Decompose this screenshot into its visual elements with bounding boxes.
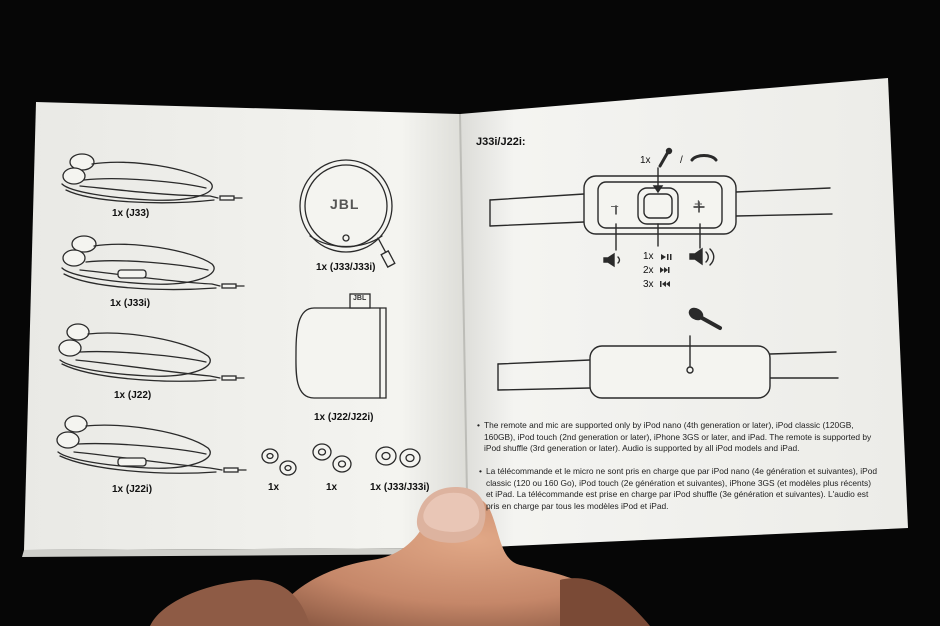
- compatibility-note-french: • La télécommande et le micro ne sont pr…: [479, 466, 878, 512]
- carry-pouch-icon: [299, 159, 396, 268]
- volume-down-icon: [603, 252, 621, 268]
- bullet-icon: •: [479, 466, 482, 476]
- remote-plus-sign: +: [694, 196, 703, 213]
- product-label-j33i: 1x (J33i): [110, 298, 151, 309]
- earphone-j22i-icon: [56, 415, 247, 474]
- earphone-j33-icon: [61, 153, 243, 204]
- mic-diagram: [497, 307, 839, 399]
- earphone-j22-icon: [58, 323, 245, 382]
- ear-tips-medium-label: 1x: [326, 482, 338, 493]
- pouch-label: 1x (J33/J33i): [316, 262, 376, 273]
- ear-tips-small-icon: [261, 448, 297, 476]
- press-2x-label: 2x: [643, 265, 654, 276]
- previous-track-icon: [660, 281, 670, 287]
- ear-tips-medium-icon: [312, 443, 352, 473]
- product-label-j22i: 1x (J22i): [112, 484, 153, 495]
- hard-case-icon: [295, 293, 387, 399]
- press-3x-label: 3x: [643, 279, 654, 290]
- right-page: [460, 78, 908, 548]
- play-pause-icon: [661, 254, 672, 260]
- call-separator: /: [680, 155, 683, 166]
- remote-minus-sign: –: [611, 198, 619, 213]
- compatibility-note-english: • The remote and mic are supported only …: [477, 420, 874, 455]
- earphone-j33i-icon: [61, 235, 245, 291]
- compatibility-note-french-text: La télécommande et le micro ne sont pris…: [486, 466, 878, 511]
- ear-tips-large-label: 1x (J33/J33i): [370, 482, 430, 493]
- compatibility-note-english-text: The remote and mic are supported only by…: [484, 420, 872, 454]
- call-press-count: 1x: [640, 155, 651, 166]
- case-tag: JBL: [353, 295, 367, 302]
- hang-up-icon: [690, 154, 718, 162]
- remote-diagram: [489, 167, 833, 251]
- volume-up-icon: [689, 247, 715, 266]
- hand-holding-booklet: [150, 487, 650, 626]
- case-label: 1x (J22/J22i): [314, 412, 374, 423]
- remote-section-title: J33i/J22i:: [476, 136, 526, 148]
- next-track-icon: [660, 267, 670, 273]
- product-label-j22: 1x (J22): [114, 390, 152, 401]
- press-1x-label: 1x: [643, 251, 654, 262]
- microphone-icon: [658, 147, 673, 168]
- bullet-icon: •: [477, 420, 480, 430]
- product-label-j33: 1x (J33): [112, 208, 150, 219]
- pouch-logo: JBL: [330, 196, 360, 212]
- ear-tips-large-icon: [375, 446, 421, 468]
- ear-tips-small-label: 1x: [268, 482, 280, 493]
